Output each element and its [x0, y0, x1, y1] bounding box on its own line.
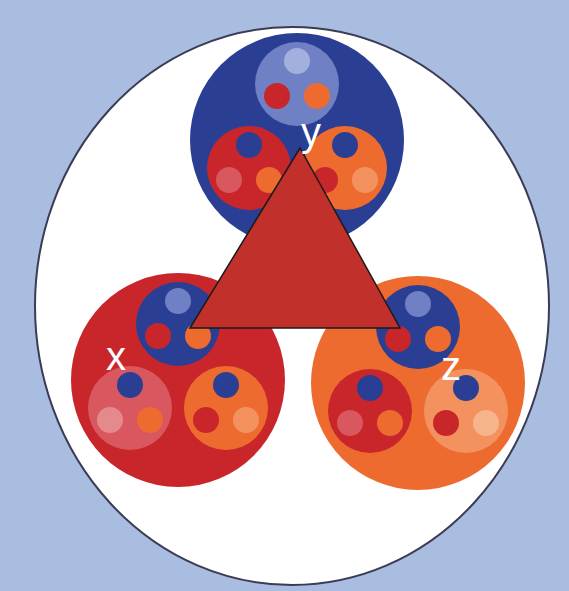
dot	[233, 407, 259, 433]
vertex-label: y	[301, 112, 321, 152]
dot	[193, 407, 219, 433]
dot	[213, 372, 239, 398]
inner-circle	[88, 366, 172, 450]
dot	[236, 132, 262, 158]
dot	[352, 167, 378, 193]
inner-circle	[184, 366, 268, 450]
vertex-label: z	[441, 346, 461, 386]
dot	[473, 410, 499, 436]
dot	[97, 407, 123, 433]
dot	[216, 167, 242, 193]
dot	[145, 323, 171, 349]
dot	[377, 410, 403, 436]
dot	[425, 326, 451, 352]
dot	[264, 83, 290, 109]
label-holder: z	[441, 346, 461, 386]
dot	[433, 410, 459, 436]
dot	[385, 326, 411, 352]
dot	[117, 372, 143, 398]
triangle	[190, 148, 400, 328]
inner-circle	[255, 42, 339, 126]
dot	[357, 375, 383, 401]
dot	[304, 83, 330, 109]
dot	[453, 375, 479, 401]
dot	[332, 132, 358, 158]
vertex-label: x	[106, 336, 126, 376]
label-holder: y	[301, 112, 321, 152]
dot	[337, 410, 363, 436]
dot	[284, 48, 310, 74]
label-holder: x	[106, 336, 126, 376]
dot	[165, 288, 191, 314]
dot	[405, 291, 431, 317]
dot	[137, 407, 163, 433]
inner-circle	[328, 369, 412, 453]
outer-ellipse	[35, 27, 549, 585]
inner-circle	[424, 369, 508, 453]
